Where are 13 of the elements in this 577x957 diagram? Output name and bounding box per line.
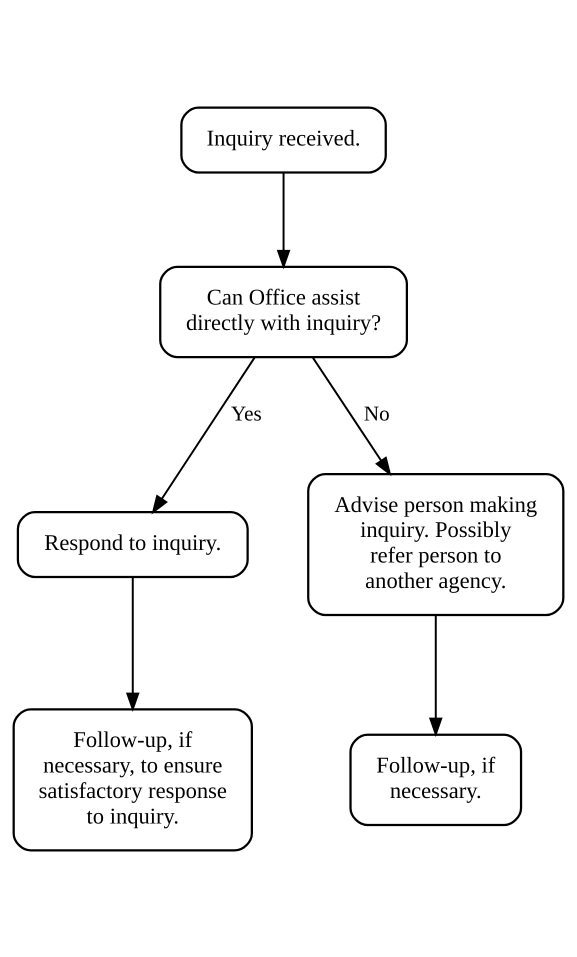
arrow (126, 576, 140, 712)
edge-label: Yes (231, 401, 262, 426)
node-box: Inquiry received. (180, 106, 387, 174)
node-box: Can Office assist directly with inquiry? (159, 265, 408, 358)
node-box: Respond to inquiry. (16, 510, 249, 578)
node-box: Advise person making inquiry. Possibly refer person to another agency. (307, 472, 564, 616)
edge-label: No (364, 401, 390, 426)
arrow (152, 356, 256, 514)
arrow (276, 172, 290, 269)
node-box: Follow-up, if necessary. (349, 733, 522, 826)
arrow (312, 356, 392, 476)
arrow (428, 614, 443, 737)
node-box: Follow-up, if necessary, to ensure satisfactory response to inquiry. (12, 708, 253, 851)
